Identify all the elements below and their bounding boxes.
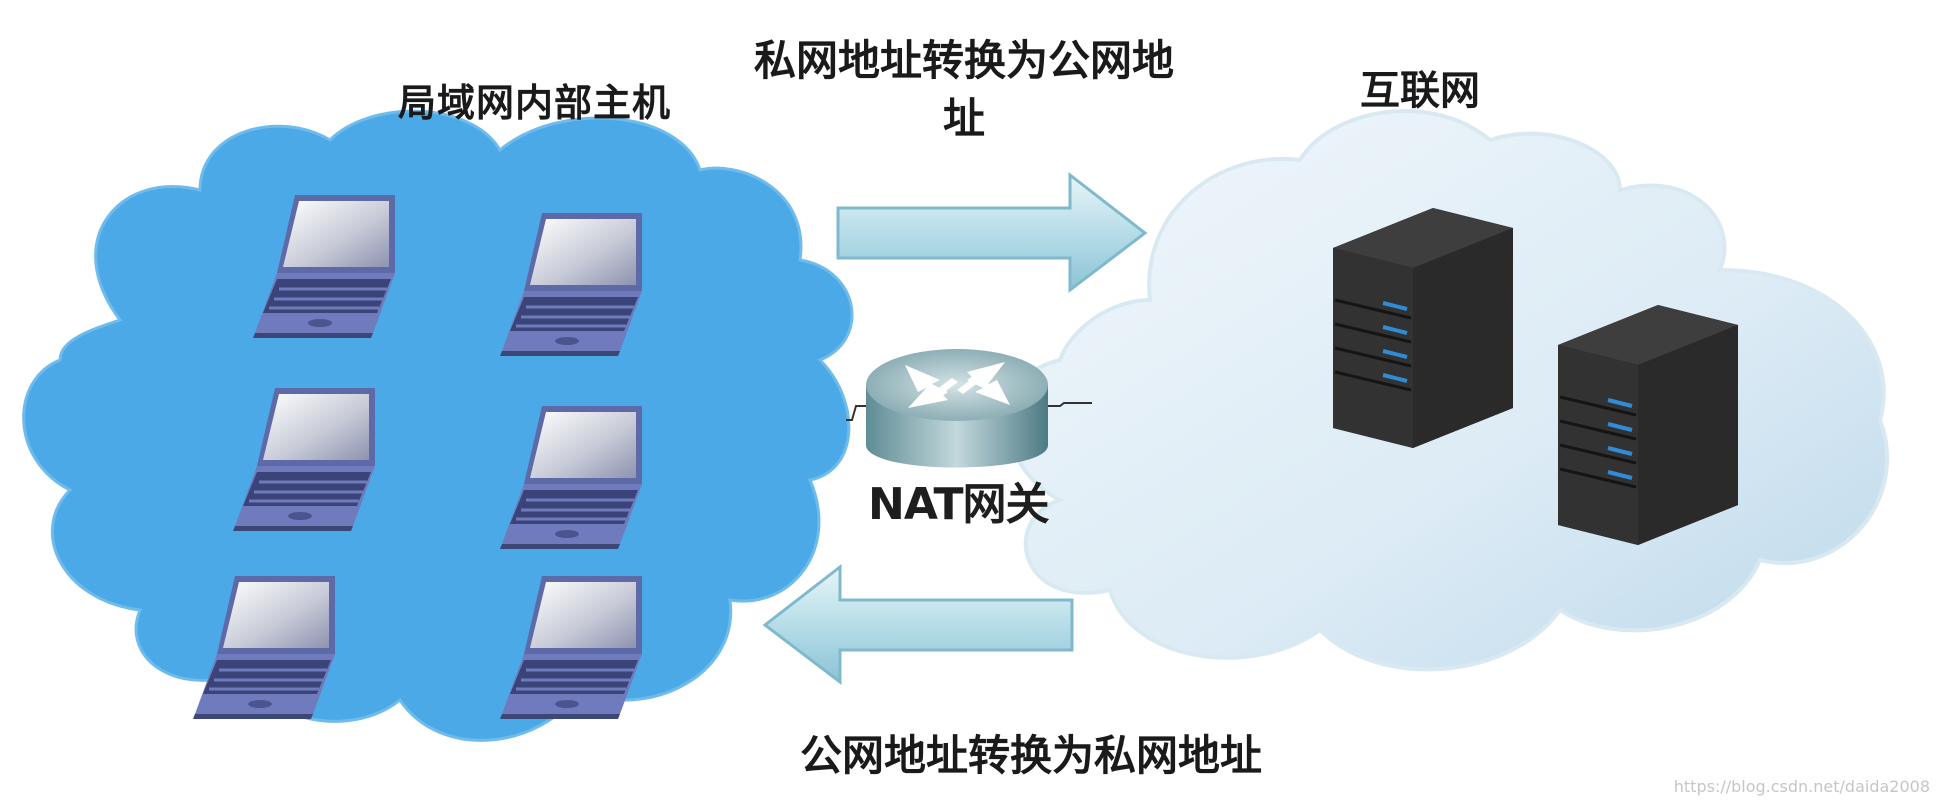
lan-cloud bbox=[22, 109, 854, 742]
nat-gateway-label: NAT网关 bbox=[868, 479, 1049, 530]
arrow-right-icon bbox=[836, 171, 1148, 294]
public-to-private-label: 公网地址转换为私网地址 bbox=[800, 731, 1263, 780]
server-icon bbox=[1331, 206, 1515, 450]
server-icon bbox=[1556, 303, 1740, 547]
watermark: https://blog.csdn.net/daida2008 bbox=[1673, 777, 1930, 796]
internet-label: 互联网 bbox=[1360, 67, 1480, 114]
lan-hosts-label: 局域网内部主机 bbox=[398, 80, 672, 125]
private-to-public-label: 私网地址转换为公网地址 bbox=[753, 36, 1174, 143]
arrow-left-icon bbox=[762, 563, 1074, 686]
router-icon bbox=[846, 349, 1092, 468]
